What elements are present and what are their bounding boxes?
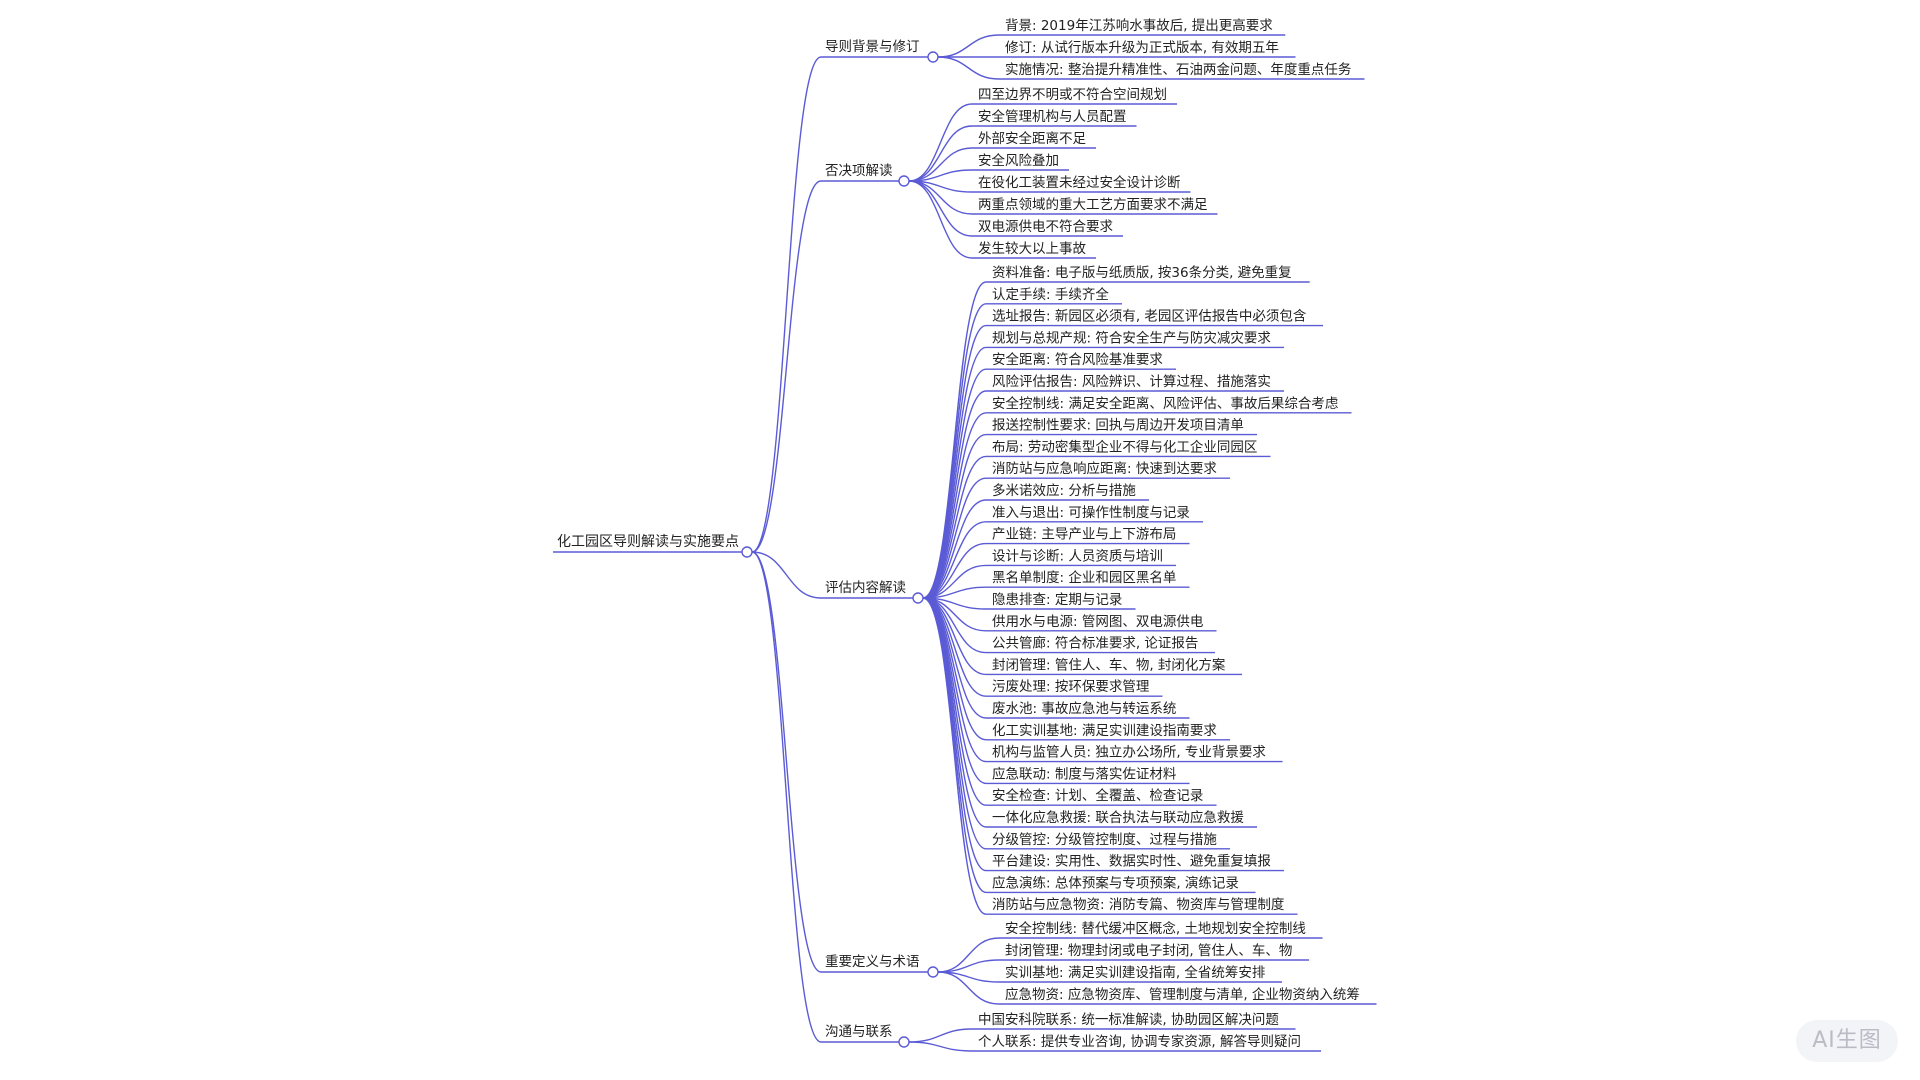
branch-2-connector xyxy=(751,180,822,553)
branch-3-connector xyxy=(751,551,822,599)
branch-2-leaf-8-connector xyxy=(908,180,973,259)
branch-3-leaf-30-connector xyxy=(922,597,987,915)
branch-3-leaf-30-label: 消防站与应急物资: 消防专篇、物资库与管理制度 xyxy=(992,896,1284,913)
branch-2-leaf-7-label: 双电源供电不符合要求 xyxy=(978,219,1113,235)
branch-3-leaf-2-label: 认定手续: 手续齐全 xyxy=(992,286,1109,303)
branch-1-leaf-1-connector xyxy=(937,34,1000,58)
branch-3-leaf-18-label: 公共管廊: 符合标准要求, 论证报告 xyxy=(992,635,1198,652)
branch-3-leaf-23-label: 机构与监管人员: 独立办公场所, 专业背景要求 xyxy=(992,745,1266,761)
branch-4-leaf-2-label: 封闭管理: 物理封闭或电子封闭, 管住人、车、物 xyxy=(1005,942,1292,959)
branch-1-leaf-3-label: 实施情况: 整治提升精准性、石油两金问题、年度重点任务 xyxy=(1005,62,1351,78)
branch-3-leaf-10-connector xyxy=(922,477,987,599)
branch-4-leaf-1-label: 安全控制线: 替代缓冲区概念, 土地规划安全控制线 xyxy=(1005,920,1306,937)
branch-3-leaf-15-label: 黑名单制度: 企业和园区黑名单 xyxy=(992,569,1176,586)
branch-3-leaf-8-label: 报送控制性要求: 回执与周边开发项目清单 xyxy=(992,418,1244,434)
branch-1-label: 导则背景与修订 xyxy=(825,39,920,55)
branch-3-leaf-7-label: 安全控制线: 满足安全距离、风险评估、事故后果综合考虑 xyxy=(992,395,1338,412)
branch-3-leaf-29-label: 应急演练: 总体预案与专项预案, 演练记录 xyxy=(992,874,1239,891)
branch-5-leaf-2-label: 个人联系: 提供专业咨询, 协调专家资源, 解答导则疑问 xyxy=(978,1033,1301,1050)
branch-4-leaf-4-connector xyxy=(937,971,1000,1005)
branch-5-leaf-1-connector xyxy=(908,1028,973,1043)
branch-1-leaf-3-connector xyxy=(937,56,1000,80)
branch-5-leaf-1-label: 中国安科院联系: 统一标准解读, 协助园区解决问题 xyxy=(978,1012,1279,1028)
branch-1-collapse-toggle[interactable] xyxy=(927,51,939,63)
branch-3-leaf-29-connector xyxy=(922,597,987,894)
branch-4-collapse-toggle[interactable] xyxy=(927,966,939,978)
branch-3-leaf-22-label: 化工实训基地: 满足实训建设指南要求 xyxy=(992,722,1217,739)
branch-5-label: 沟通与联系 xyxy=(825,1024,893,1040)
branch-3-leaf-9-connector xyxy=(922,455,987,599)
branch-3-leaf-27-label: 分级管控: 分级管控制度、过程与措施 xyxy=(992,832,1217,848)
branch-2-leaf-4-label: 安全风险叠加 xyxy=(978,152,1059,169)
branch-2-leaf-2-label: 安全管理机构与人员配置 xyxy=(978,108,1127,125)
branch-5-collapse-toggle[interactable] xyxy=(898,1036,910,1048)
branch-3-leaf-26-label: 一体化应急救援: 联合执法与联动应急救援 xyxy=(992,809,1244,826)
branch-3-leaf-2-connector xyxy=(922,303,987,599)
branch-3-leaf-3-label: 选址报告: 新园区必须有, 老园区评估报告中必须包含 xyxy=(992,309,1307,325)
branch-2-leaf-7-connector xyxy=(908,180,973,237)
branch-5-connector xyxy=(751,551,822,1043)
branch-4-leaf-3-label: 实训基地: 满足实训建设指南, 全省统筹安排 xyxy=(1005,964,1265,981)
branch-3-leaf-13-label: 产业链: 主导产业与上下游布局 xyxy=(992,527,1176,543)
branch-3-leaf-11-connector xyxy=(922,499,987,599)
branch-3-collapse-toggle[interactable] xyxy=(912,592,924,604)
branch-3-leaf-21-label: 废水池: 事故应急池与转运系统 xyxy=(992,700,1176,717)
branch-3-leaf-13-connector xyxy=(922,542,987,599)
branch-3-leaf-25-label: 安全检查: 计划、全覆盖、检查记录 xyxy=(992,787,1203,804)
branch-3-leaf-11-label: 多米诺效应: 分析与措施 xyxy=(992,482,1136,499)
ai-watermark-badge: AI生图 xyxy=(1796,1020,1898,1062)
branch-3-leaf-4-label: 规划与总规产规: 符合安全生产与防灾减灾要求 xyxy=(992,329,1271,346)
branch-3-leaf-5-connector xyxy=(922,368,987,599)
branch-5-leaf-2-connector xyxy=(908,1041,973,1052)
branch-4-leaf-4-label: 应急物资: 应急物资库、管理制度与清单, 企业物资纳入统筹 xyxy=(1005,986,1360,1003)
branch-2-leaf-3-label: 外部安全距离不足 xyxy=(978,130,1086,147)
branch-3-leaf-16-label: 隐患排查: 定期与记录 xyxy=(992,592,1122,608)
branch-3-leaf-24-label: 应急联动: 制度与落实佐证材料 xyxy=(992,765,1177,782)
branch-3-leaf-1-label: 资料准备: 电子版与纸质版, 按36条分类, 避免重复 xyxy=(992,264,1292,281)
branch-2-leaf-2-connector xyxy=(908,125,973,182)
branch-3-leaf-12-connector xyxy=(922,521,987,599)
branch-2-leaf-1-connector xyxy=(908,103,973,182)
root-collapse-toggle[interactable] xyxy=(741,546,753,558)
branch-1-leaf-1-label: 背景: 2019年江苏响水事故后, 提出更高要求 xyxy=(1005,17,1273,34)
branch-1-leaf-2-label: 修订: 从试行版本升级为正式版本, 有效期五年 xyxy=(1005,40,1279,56)
branch-2-label: 否决项解读 xyxy=(825,163,893,179)
branch-3-leaf-9-label: 布局: 劳动密集型企业不得与化工企业同园区 xyxy=(992,438,1257,455)
branch-3-leaf-19-label: 封闭管理: 管住人、车、物, 封闭化方案 xyxy=(992,656,1226,673)
branch-2-leaf-8-label: 发生较大以上事故 xyxy=(978,241,1086,257)
branch-4-connector xyxy=(751,551,822,973)
branch-3-leaf-12-label: 准入与退出: 可操作性制度与记录 xyxy=(992,505,1190,521)
branch-2-leaf-6-label: 两重点领域的重大工艺方面要求不满足 xyxy=(978,197,1208,213)
branch-3-leaf-10-label: 消防站与应急响应距离: 快速到达要求 xyxy=(992,460,1217,477)
branch-3-leaf-5-label: 安全距离: 符合风险基准要求 xyxy=(992,351,1163,368)
branch-2-leaf-1-label: 四至边界不明或不符合空间规划 xyxy=(978,87,1167,103)
branch-2-collapse-toggle[interactable] xyxy=(898,175,910,187)
branch-3-leaf-14-label: 设计与诊断: 人员资质与培训 xyxy=(992,548,1163,564)
branch-3-leaf-28-label: 平台建设: 实用性、数据实时性、避免重复填报 xyxy=(992,853,1271,870)
branch-3-leaf-26-connector xyxy=(922,597,987,828)
branch-3-leaf-6-label: 风险评估报告: 风险辨识、计算过程、措施落实 xyxy=(992,374,1271,390)
branch-4-label: 重要定义与术语 xyxy=(825,954,920,970)
branch-3-leaf-17-label: 供用水与电源: 管网图、双电源供电 xyxy=(992,614,1203,630)
branch-2-leaf-5-label: 在役化工装置未经过安全设计诊断 xyxy=(978,174,1181,191)
branch-3-label: 评估内容解读 xyxy=(825,579,906,596)
branch-3-leaf-20-label: 污废处理: 按环保要求管理 xyxy=(992,679,1150,695)
branch-4-leaf-1-connector xyxy=(937,937,1000,973)
root-node-label: 化工园区导则解读与实施要点 xyxy=(557,533,739,550)
branch-1-connector xyxy=(751,56,822,553)
